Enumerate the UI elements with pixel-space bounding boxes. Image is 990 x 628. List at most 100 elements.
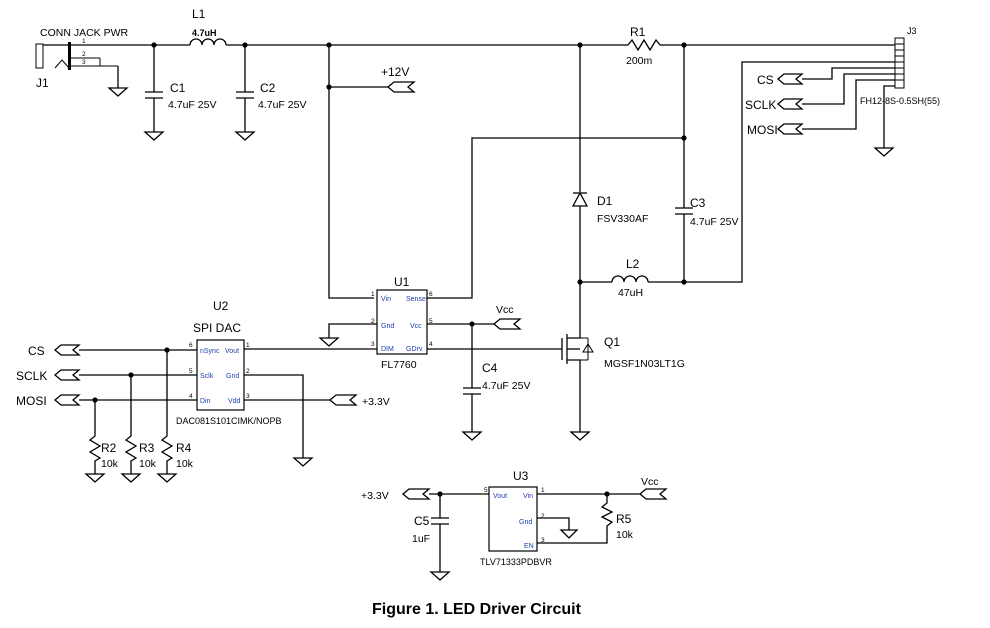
net-flag-icon	[492, 318, 522, 330]
ground-icon	[156, 473, 178, 483]
c2-value: 4.7uF 25V	[258, 99, 306, 111]
u2-body	[196, 339, 245, 411]
ground-icon	[559, 529, 579, 539]
r4-value: 10k	[176, 458, 194, 470]
j3-ref: J3	[907, 26, 917, 36]
q1-ref: Q1	[604, 335, 620, 349]
u1-pin-name: Sense	[406, 296, 426, 303]
ground-icon	[234, 131, 256, 141]
r2-value: 10k	[101, 458, 119, 470]
net-mosi-label: MOSI	[747, 123, 778, 137]
u2-pin-num: 1	[246, 342, 250, 349]
r2-ref: R2	[101, 441, 117, 455]
u1-pin-num: 6	[429, 291, 433, 298]
net-flag-icon	[328, 394, 358, 406]
net-flag-icon	[776, 73, 804, 85]
q1-mosfet: Q1 MGSF1N03LT1G	[561, 320, 685, 378]
net-flag-icon	[53, 394, 81, 406]
u3-pin-num: 2	[541, 513, 545, 520]
u2-pin-num: 6	[189, 342, 193, 349]
l2-value: 47uH	[618, 287, 643, 299]
c3-value: 4.7uF 25V	[690, 216, 738, 228]
ground-icon	[120, 473, 142, 483]
u1-pin-name: GDrv	[406, 346, 423, 353]
net-sclk-label: SCLK	[745, 98, 776, 112]
q1-value: MGSF1N03LT1G	[604, 358, 685, 370]
ground-icon	[84, 473, 106, 483]
ground-icon	[318, 337, 340, 347]
r1-resistor: R1 200m	[626, 25, 661, 67]
ground-icon	[107, 87, 129, 97]
u1-pin-name: Vin	[381, 296, 391, 303]
net-12v: +12V	[326, 65, 416, 93]
u3-part: TLV71333PDBVR	[480, 557, 552, 567]
net-33v-label: +3.3V	[361, 490, 389, 502]
l1-value: 4.7uH	[192, 28, 217, 38]
u2-pin-num: 5	[189, 368, 193, 375]
r3-resistor: R3 10k	[120, 375, 157, 483]
c5-value: 1uF	[412, 533, 430, 545]
d1-value: FSV330AF	[597, 213, 648, 225]
net-flag-icon	[386, 81, 416, 93]
j1-ref: J1	[36, 76, 49, 90]
c1-capacitor: C1 4.7uF 25V	[143, 45, 216, 141]
net-flag-icon	[53, 369, 81, 381]
u1-pin-num: 4	[429, 341, 433, 348]
net-cs-label: CS	[28, 344, 45, 358]
net-mosi-label: MOSI	[16, 394, 47, 408]
c5-ref: C5	[414, 514, 430, 528]
j1-body	[35, 43, 44, 69]
u2-ic: U2 SPI DAC DAC081S101CIMK/NOPB 6 nSync 5…	[176, 299, 282, 426]
r1-value: 200m	[626, 55, 653, 67]
net-vcc-label: Vcc	[641, 476, 659, 488]
u1-pin-num: 1	[371, 291, 375, 298]
u2-pin-name: Din	[200, 398, 211, 405]
d1-ref: D1	[597, 194, 613, 208]
ground-icon	[569, 431, 591, 441]
j3-body	[894, 37, 905, 89]
r4-resistor: R4 10k	[156, 350, 194, 483]
u2-pin-name: Vout	[225, 348, 239, 355]
j3-connector: J3 FH12-8S-0.5SH(55)	[860, 26, 940, 106]
net-flag-icon	[638, 488, 668, 500]
u1-pin-name: Vcc	[410, 323, 422, 330]
u3-pin-num: 5	[484, 487, 488, 494]
net-vcc-label: Vcc	[496, 304, 514, 316]
c4-capacitor: C4 4.7uF 25V	[461, 324, 530, 441]
u2-pin-name: nSync	[200, 348, 220, 355]
c2-capacitor: C2 4.7uF 25V	[234, 45, 306, 141]
ground-icon	[461, 431, 483, 441]
u2-pin-name: Vdd	[228, 398, 241, 405]
u3-pin-num: 3	[541, 537, 545, 544]
c4-value: 4.7uF 25V	[482, 380, 530, 392]
r5-ref: R5	[616, 512, 632, 526]
j1-pin1: 1	[82, 38, 86, 45]
u3-ic: U3 TLV71333PDBVR 5 Vout 1 Vin 2 Gnd 3 EN	[480, 469, 552, 567]
net-flag-icon	[53, 344, 81, 356]
c4-ref: C4	[482, 361, 498, 375]
u3-pin-num: 1	[541, 487, 545, 494]
r4-ref: R4	[176, 441, 192, 455]
u1-ref: U1	[394, 275, 410, 289]
l1-ref: L1	[192, 7, 206, 21]
ground-icon	[292, 457, 314, 467]
c1-ref: C1	[170, 81, 186, 95]
net-cs-label: CS	[757, 73, 774, 87]
r3-value: 10k	[139, 458, 157, 470]
u2-part: DAC081S101CIMK/NOPB	[176, 416, 282, 426]
u2-pin-num: 3	[246, 393, 250, 400]
u2-pin-num: 2	[246, 368, 250, 375]
u2-ref: U2	[213, 299, 229, 313]
u3-ref: U3	[513, 469, 529, 483]
u1-pin-name: Gnd	[381, 323, 394, 330]
l2-ref: L2	[626, 257, 640, 271]
u2-pin-name: Gnd	[226, 373, 239, 380]
u3-pin-name: EN	[524, 543, 534, 550]
figure-caption: Figure 1. LED Driver Circuit	[372, 601, 582, 618]
d1-diode: D1 FSV330AF	[571, 191, 648, 225]
j1-title: CONN JACK PWR	[40, 27, 129, 39]
r5-value: 10k	[616, 529, 634, 541]
u3-pin-name: Vout	[493, 493, 507, 500]
net-sclk-label: SCLK	[16, 369, 47, 383]
